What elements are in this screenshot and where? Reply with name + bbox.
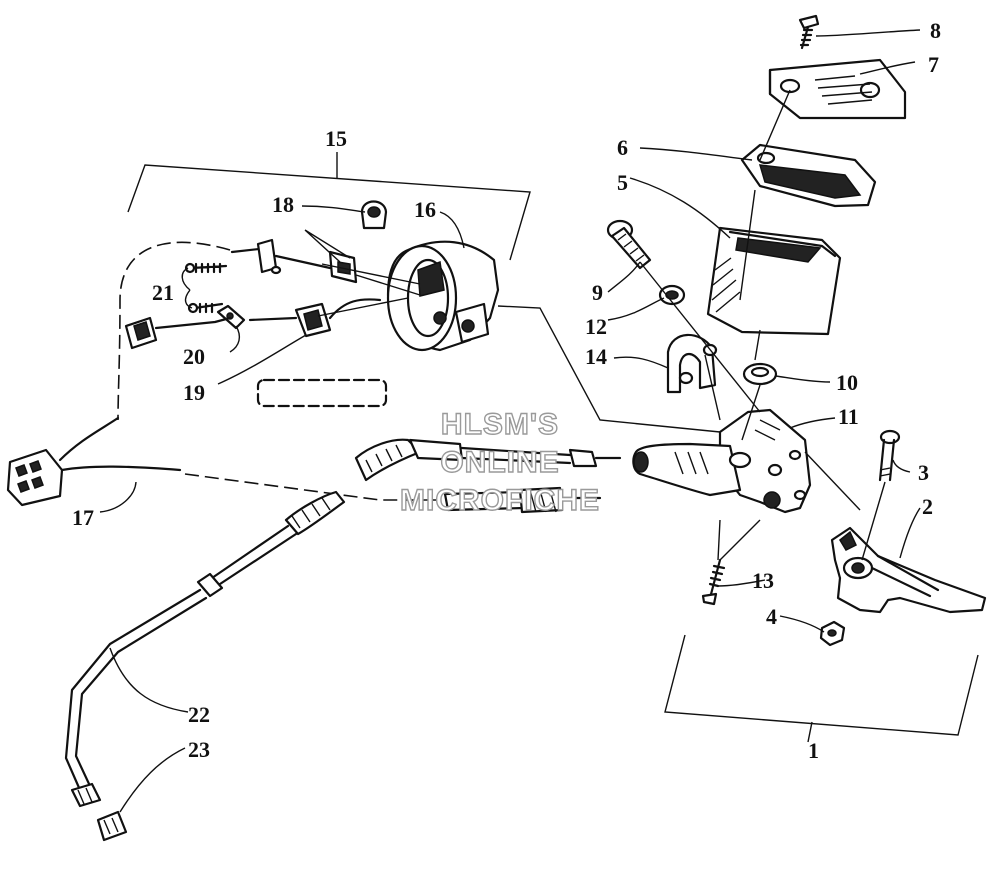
- assembly-lines: [317, 89, 886, 561]
- callout-18: 18: [272, 192, 294, 217]
- callout-23: 23: [188, 737, 210, 762]
- callout-21: 21: [152, 280, 174, 305]
- switch-housing-part-16: [386, 240, 500, 352]
- callout-leaders: [99, 29, 921, 813]
- connector-small: [124, 316, 232, 350]
- cover-plate-part-7: [768, 58, 907, 120]
- clamp-part-14: [666, 333, 718, 394]
- screw-part-13: [701, 558, 726, 606]
- switch-upper-assembly: [230, 238, 358, 284]
- callout-10: 10: [836, 370, 858, 395]
- callout-13: 13: [752, 568, 774, 593]
- bolt-part-9: [606, 219, 652, 270]
- watermark-line-2: ONLINE: [440, 446, 559, 479]
- gasket-part-6: [740, 143, 877, 208]
- callout-3: 3: [918, 460, 929, 485]
- fitting-part-23: [70, 782, 128, 842]
- switch-part-19: [248, 298, 382, 338]
- callout-20: 20: [183, 344, 205, 369]
- pivot-bolt-part-3: [878, 429, 901, 482]
- callout-6: 6: [617, 135, 628, 160]
- brake-lever-part-2: [830, 526, 987, 614]
- callout-15: 15: [325, 126, 347, 151]
- callout-labels: 1 2 3 4 5 6 7 8 9 10 11 12 13 14 15 16 1…: [72, 18, 941, 763]
- nut-part-4: [819, 620, 846, 647]
- callout-1: 1: [808, 738, 819, 763]
- callout-8: 8: [930, 18, 941, 43]
- callout-14: 14: [585, 344, 607, 369]
- callout-22: 22: [188, 702, 210, 727]
- callout-16: 16: [414, 197, 436, 222]
- screws-part-21: [184, 262, 228, 314]
- callout-11: 11: [838, 404, 859, 429]
- callout-9: 9: [592, 280, 603, 305]
- brake-hose-part-22: [64, 490, 346, 792]
- callout-12: 12: [585, 314, 607, 339]
- callout-17: 17: [72, 505, 94, 530]
- brake-hose-fitting: [354, 438, 622, 482]
- group-bracket-15: [127, 152, 531, 261]
- wire-harness: [6, 241, 440, 507]
- grommet-part-18: [360, 200, 388, 230]
- master-cylinder-part-11: [632, 408, 812, 514]
- watermark: HLSM'S ONLINE MICROFICHE: [399, 407, 600, 517]
- watermark-line-3: MICROFICHE: [400, 484, 600, 517]
- callout-4: 4: [766, 604, 777, 629]
- plate-part-20: [216, 304, 246, 330]
- o-ring-part-10: [742, 362, 778, 386]
- watermark-line-1: HLSM'S: [441, 408, 559, 441]
- callout-5: 5: [617, 170, 628, 195]
- brake-switch-cable: [443, 486, 602, 514]
- reservoir-part-5: [706, 226, 842, 336]
- switch-body-outline: [256, 378, 388, 408]
- screw-part-8: [798, 14, 820, 50]
- callout-7: 7: [928, 52, 939, 77]
- callout-2: 2: [922, 494, 933, 519]
- callout-19: 19: [183, 380, 205, 405]
- group-bracket-1: [664, 634, 979, 743]
